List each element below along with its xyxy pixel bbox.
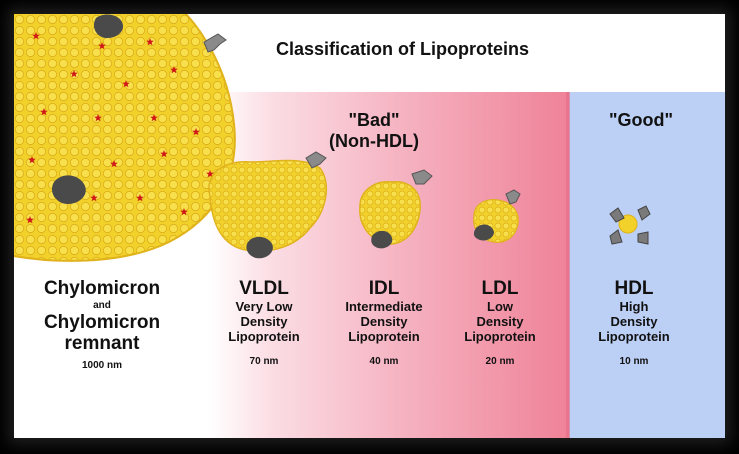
idl-label: IDL Intermediate Density Lipoprotein 40 … — [329, 278, 439, 367]
hdl-full-name-line: High — [619, 299, 649, 314]
band-divider — [566, 92, 570, 438]
vldl-size: 70 nm — [249, 356, 279, 367]
chylomicron-star — [192, 128, 200, 136]
chylomicron-remnant-name: Chylomicron — [43, 312, 161, 333]
bad-lipoprotein-band — [209, 92, 569, 438]
idl-full-name-line: Density — [360, 314, 408, 329]
vldl-name: VLDL — [239, 278, 289, 299]
chylomicron-star — [122, 80, 130, 88]
chylomicron-label: Chylomicron and Chylomicron remnant 1000… — [22, 278, 182, 371]
chylomicron-star — [170, 66, 178, 74]
ldl-label: LDL Low Density Lipoprotein 20 nm — [450, 278, 550, 367]
hdl-particle — [609, 205, 651, 245]
good-group-label: "Good" — [608, 110, 674, 130]
chylomicron-star — [26, 216, 34, 224]
vldl-label: VLDL Very Low Density Lipoprotein 70 nm — [204, 278, 324, 367]
idl-size: 40 nm — [369, 356, 399, 367]
idl-full-name-line: Lipoprotein — [348, 329, 420, 344]
chylomicron-star — [40, 108, 48, 116]
chylomicron-size: 1000 nm — [81, 360, 123, 371]
idl-particle — [359, 169, 433, 249]
chylomicron-name: Chylomicron — [43, 278, 161, 299]
chylomicron-star — [70, 70, 78, 78]
chylomicron-star — [146, 38, 154, 46]
ldl-particle — [473, 189, 521, 243]
chylomicron-remnant-word: remnant — [64, 333, 140, 354]
idl-name: IDL — [368, 278, 400, 299]
hdl-label: HDL High Density Lipoprotein 10 nm — [579, 278, 689, 367]
bad-group-label-line: "Bad" — [348, 110, 400, 130]
lipoprotein-illustration — [14, 14, 651, 262]
hdl-size: 10 nm — [619, 356, 649, 367]
ldl-full-name-line: Density — [476, 314, 524, 329]
ldl-full-name-line: Lipoprotein — [464, 329, 536, 344]
diagram-title: Classification of Lipoproteins — [276, 39, 530, 59]
bad-group-label: "Bad" (Non-HDL) — [314, 110, 434, 152]
chylomicron-star — [180, 208, 188, 216]
vldl-particle — [208, 151, 328, 259]
chylomicron-star — [32, 32, 40, 40]
chylomicron-protein-blobs — [51, 14, 124, 204]
chylomicron-star — [136, 194, 144, 202]
vldl-full-name-line: Lipoprotein — [228, 329, 300, 344]
chylomicron-star — [150, 114, 158, 122]
chylomicron-star — [160, 150, 168, 158]
bad-group-label-line: (Non-HDL) — [329, 131, 419, 151]
chylomicron-apoprotein-icon — [203, 33, 227, 53]
chylomicron-star — [110, 160, 118, 168]
ldl-full-name-line: Low — [487, 299, 513, 314]
ldl-size: 20 nm — [485, 356, 515, 367]
good-lipoprotein-band — [569, 92, 725, 438]
diagram-frame: Classification of Lipoproteins "Bad" (No… — [14, 14, 725, 438]
chylomicron-connector: and — [93, 300, 111, 311]
hdl-name: HDL — [614, 278, 654, 299]
hdl-full-name-line: Lipoprotein — [598, 329, 670, 344]
idl-full-name-line: Intermediate — [345, 299, 423, 314]
vldl-full-name-line: Density — [240, 314, 288, 329]
vldl-full-name-line: Very Low — [235, 299, 293, 314]
hdl-full-name-line: Density — [610, 314, 658, 329]
chylomicron-star — [90, 194, 98, 202]
ldl-name: LDL — [481, 278, 519, 299]
chylomicron-star — [28, 156, 36, 164]
chylomicron-star — [206, 170, 214, 178]
chylomicron-particle — [14, 14, 236, 262]
chylomicron-star — [98, 42, 106, 50]
chylomicron-star — [94, 114, 102, 122]
